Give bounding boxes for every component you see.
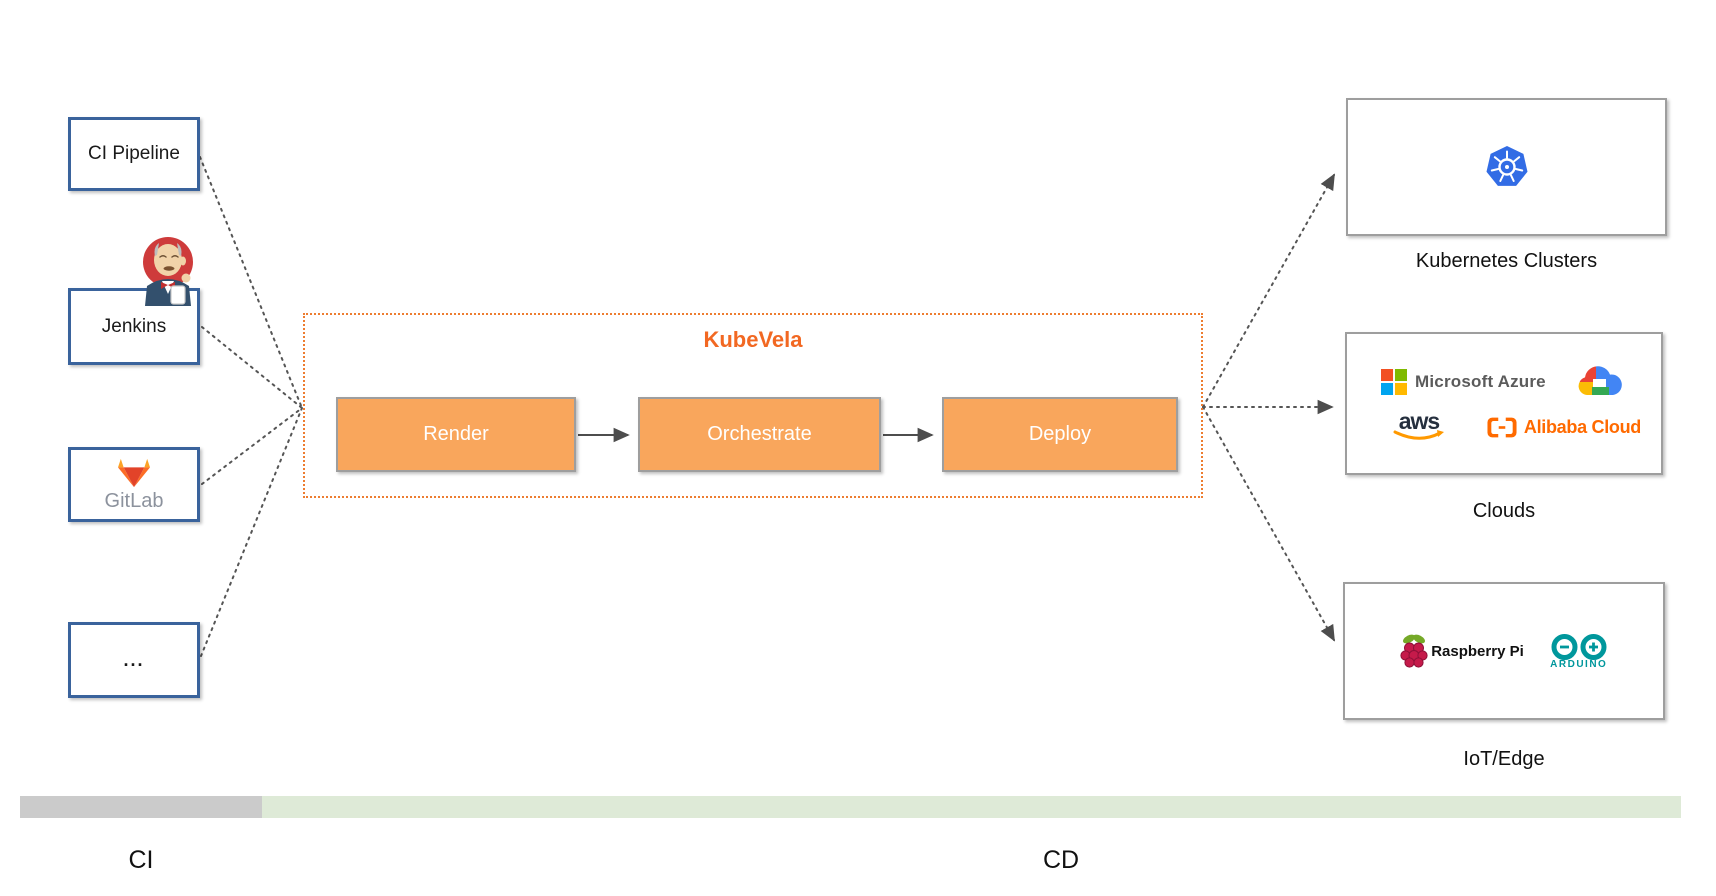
connector-jenkins <box>201 326 303 409</box>
kubevela-container: KubeVela <box>303 313 1203 498</box>
microsoft-azure-logo: Microsoft Azure <box>1381 368 1546 395</box>
legend-ci: CI <box>128 846 154 874</box>
arduino-infinity-icon <box>1551 633 1607 660</box>
alibaba-cloud-logo: Alibaba Cloud <box>1487 417 1641 438</box>
gitlab-wordmark: GitLab <box>104 489 164 512</box>
raspberry-pi-text: Raspberry Pi <box>1431 642 1524 660</box>
alibaba-brackets-icon <box>1487 417 1517 438</box>
jenkins-label: Jenkins <box>101 315 167 337</box>
aws-text: aws <box>1398 407 1440 434</box>
kubernetes-clusters-label: Kubernetes Clusters <box>1415 250 1598 272</box>
ci-pipeline-label: CI Pipeline <box>88 143 180 164</box>
stage-deploy: Deploy <box>942 397 1178 472</box>
raspberry-icon <box>1400 634 1428 668</box>
aws-logo: aws <box>1393 407 1445 443</box>
stage-orchestrate-label: Orchestrate <box>707 423 812 445</box>
connector-to-iot <box>1202 406 1335 642</box>
connector-gitlab <box>201 407 303 485</box>
phase-bar-ci-segment <box>20 796 262 818</box>
google-cloud-logo <box>1578 365 1622 395</box>
gitlab-box: GitLab <box>68 447 200 522</box>
iot-edge-box: Raspberry Pi ARDUINO <box>1343 582 1665 720</box>
clouds-label: Clouds <box>1472 500 1536 522</box>
ci-pipeline-box: CI Pipeline <box>68 117 200 191</box>
phase-bar <box>20 796 1681 818</box>
raspberry-pi-logo: Raspberry Pi <box>1400 632 1524 670</box>
connector-to-kubernetes <box>1202 173 1335 408</box>
other-sources-label: ... <box>123 649 145 670</box>
kubernetes-icon <box>1486 146 1527 186</box>
jenkins-mascot-icon <box>143 237 193 306</box>
gitlab-tanuki-icon <box>118 458 150 487</box>
legend-cd: CD <box>1042 846 1080 874</box>
stage-render: Render <box>336 397 576 472</box>
iot-edge-label: IoT/Edge <box>1463 748 1545 770</box>
other-sources-box: ... <box>68 622 200 698</box>
stage-deploy-label: Deploy <box>1028 423 1092 445</box>
alibaba-cloud-text: Alibaba Cloud <box>1523 417 1641 437</box>
phase-bar-cd-segment <box>262 796 1681 818</box>
connector-dots <box>200 407 303 657</box>
arduino-text: ARDUINO <box>1550 658 1608 670</box>
kubernetes-clusters-box <box>1346 98 1667 236</box>
aws-smile-icon <box>1393 429 1444 440</box>
connector-ci-pipeline <box>199 156 303 409</box>
stage-orchestrate: Orchestrate <box>638 397 881 472</box>
clouds-box: Microsoft Azure aws <box>1345 332 1663 475</box>
microsoft-icon <box>1381 368 1407 395</box>
arduino-logo: ARDUINO <box>1550 633 1608 670</box>
microsoft-azure-text: Microsoft Azure <box>1415 371 1546 391</box>
kubevela-title: KubeVela <box>703 327 803 352</box>
stage-render-label: Render <box>423 423 489 445</box>
